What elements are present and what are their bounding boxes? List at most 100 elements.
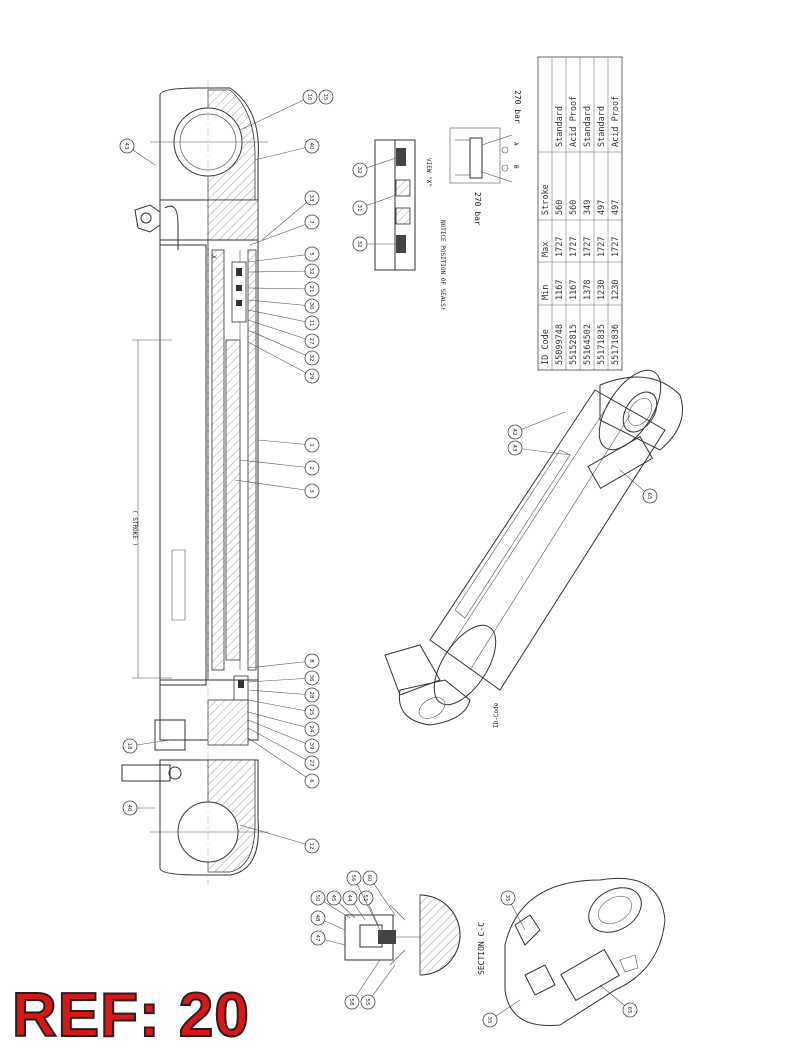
callout-balloon: 31	[352, 200, 368, 216]
balloon-label: 35	[486, 1017, 492, 1024]
balloon-label: 1	[308, 443, 314, 447]
table-cell: 1167	[555, 280, 565, 300]
leader-line	[247, 727, 313, 764]
callout-balloon: 55	[360, 994, 376, 1010]
table-cell: 1727	[569, 237, 579, 257]
leader-line	[353, 877, 381, 931]
balloon-label: 11	[308, 320, 314, 327]
callout-balloon: 50	[310, 890, 326, 906]
balloon-label: 48	[314, 915, 320, 922]
callout-balloon: 6	[304, 773, 320, 789]
balloon-label: 55	[364, 999, 370, 1006]
callout-balloon: 40	[122, 800, 138, 816]
id-code-table: ID CodeMinMaxStroke5509974811671727560St…	[537, 56, 623, 371]
callout-balloon: 21	[304, 281, 320, 297]
leader-line	[247, 287, 313, 290]
balloon-label: 40	[126, 805, 132, 812]
balloon-label: 32	[308, 268, 314, 275]
leader-line	[369, 877, 396, 916]
balloon-label: 28	[308, 692, 314, 699]
table-header-cell: Min	[541, 285, 551, 300]
callout-balloon: 65	[642, 488, 658, 504]
balloon-label: 47	[314, 935, 320, 942]
balloon-label: 33	[308, 195, 314, 202]
view-x-detail: VIEW "X" NOTICE POSITION OF SEALS!	[374, 139, 446, 310]
hydraulic-schematic: 270 bar 270 bar A B	[449, 90, 522, 226]
balloon-label: 18	[126, 743, 132, 750]
table-cell: 55099748	[555, 324, 565, 365]
balloon-label: 51	[362, 895, 368, 902]
callout-balloon: 24	[304, 721, 320, 737]
pressure-b-label: 270 bar	[473, 192, 482, 226]
balloon-label: 35	[504, 895, 510, 902]
balloon-label: 30	[308, 303, 314, 310]
table-header-cell: ID Code	[541, 329, 551, 365]
pressure-a-label: 270 bar	[513, 90, 522, 124]
callout-balloon: 32	[304, 350, 320, 366]
id-code-label: ID-Code	[493, 702, 500, 728]
table-cell: 1727	[555, 237, 565, 257]
balloon-label: 5	[308, 252, 314, 256]
table-cell: Acid Proof	[569, 96, 579, 147]
balloon-label: 60	[366, 875, 372, 882]
balloon-label: 7	[308, 220, 314, 224]
callout-balloon: 44	[342, 890, 358, 906]
callout-balloon: 1	[304, 437, 320, 453]
table-cell: Standard	[555, 106, 565, 147]
callout-balloon: 33	[304, 190, 320, 206]
table-cell: 560	[569, 200, 579, 215]
table-cell: 1167	[569, 280, 579, 300]
callout-balloon: 35	[482, 1012, 498, 1028]
balloon-label: 29	[308, 373, 314, 380]
balloon-label: 3	[308, 489, 314, 493]
leader-line	[254, 145, 313, 161]
table-header-cell: Max	[541, 242, 551, 257]
leader-line	[257, 439, 313, 446]
callout-balloon: 25	[304, 704, 320, 720]
balloon-label: 43	[511, 445, 517, 452]
balloon-label: 25	[308, 709, 314, 716]
balloon-label: 32	[308, 355, 314, 362]
callout-balloon: 60	[362, 870, 378, 886]
leader-line	[247, 737, 313, 782]
callout-balloon: 35	[500, 890, 516, 906]
notice-seals-label: NOTICE POSITION OF SEALS!	[439, 220, 446, 310]
table-cell: 55164502	[583, 324, 593, 365]
balloon-label: 27	[308, 760, 314, 767]
leader-line	[514, 447, 571, 456]
callout-balloon: 32	[352, 162, 368, 178]
leader-line	[249, 221, 313, 246]
table-cell: 560	[555, 200, 565, 215]
leader-line	[247, 677, 313, 683]
balloon-label: 12	[308, 843, 314, 850]
leader-line	[351, 959, 381, 1003]
table-cell: 1230	[597, 280, 607, 300]
table-cell: 55152815	[569, 324, 579, 365]
leader-line	[239, 96, 311, 131]
callout-balloon: 32	[304, 263, 320, 279]
balloon-label: 58	[348, 999, 354, 1006]
leader-line	[367, 964, 396, 1003]
leader-line	[247, 660, 313, 669]
leader-line	[234, 479, 313, 492]
leader-line	[247, 689, 313, 696]
callout-balloon: 5	[304, 246, 320, 262]
view-x-label: VIEW "X"	[425, 158, 432, 187]
callout-balloon: 65	[622, 1002, 638, 1018]
port-a-label: A	[512, 142, 519, 146]
table-cell: 1727	[611, 237, 621, 257]
balloon-label: 39	[308, 743, 314, 750]
callout-balloon: 3	[304, 483, 320, 499]
balloon-label: 2	[308, 466, 314, 470]
callout-balloon: 56	[346, 870, 362, 886]
callout-balloon: 11	[304, 315, 320, 331]
table-cell: Standard	[583, 106, 593, 147]
isometric-cylinder: ID-Code	[384, 369, 683, 728]
balloon-label: 31	[356, 205, 362, 212]
table-cell: 497	[611, 200, 621, 215]
balloon-label: 6	[308, 779, 314, 783]
